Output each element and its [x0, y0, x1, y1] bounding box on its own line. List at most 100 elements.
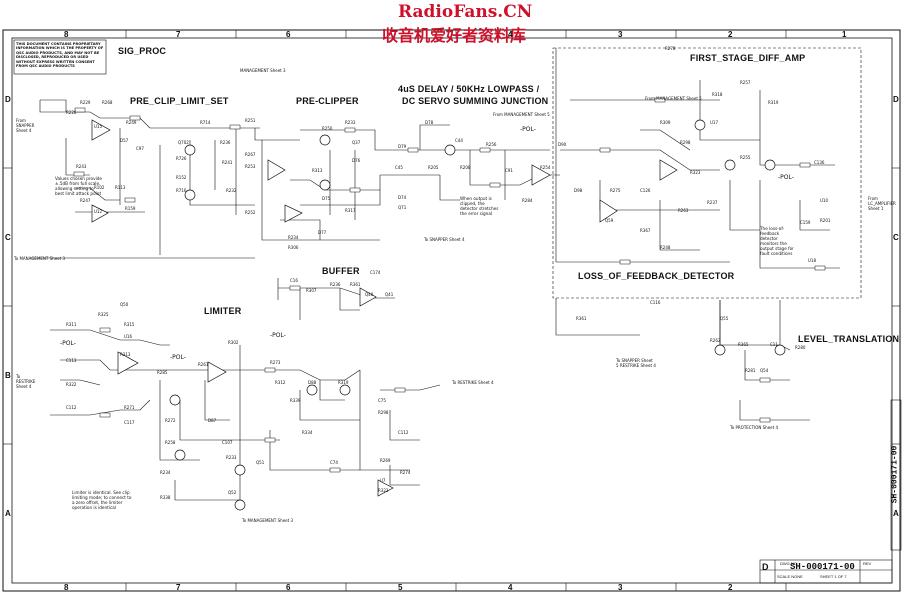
outer-frame — [2, 29, 901, 592]
component-label: R322 — [66, 382, 77, 387]
component-label: R325 — [98, 312, 109, 317]
offsheet-ref: To MANAGEMENT Sheet 3 — [242, 518, 294, 523]
component-label: R232 — [226, 188, 237, 193]
proprietary-box — [13, 39, 107, 75]
component-label: R273 — [270, 360, 281, 365]
component-label: R318 — [712, 92, 723, 97]
component-label: R226 — [66, 110, 77, 115]
component-label: C159 — [800, 220, 811, 225]
block-buffer: BUFFER — [322, 266, 360, 276]
component-label: C112 — [66, 405, 77, 410]
title-block-size: D — [762, 562, 769, 572]
zone-col-8-top: 8 — [64, 30, 69, 39]
component-label: R233 — [345, 120, 356, 125]
component-label: R323 — [378, 488, 389, 493]
component-label: D78 — [425, 120, 434, 125]
component-label: R257 — [740, 80, 751, 85]
component-label: U15 — [94, 124, 103, 129]
component-label: D98 — [574, 188, 583, 193]
component-label: R367 — [640, 228, 651, 233]
component-label: Q59 — [605, 218, 614, 223]
component-label: R255 — [740, 155, 751, 160]
zone-col-2-top: 2 — [728, 30, 733, 39]
component-label: R256 — [486, 142, 497, 147]
component-label: R152 — [176, 175, 187, 180]
component-label: R272 — [165, 418, 176, 423]
offsheet-ref: MANAGEMENT Sheet 3 — [240, 68, 286, 73]
component-label: R234 — [160, 470, 171, 475]
component-label: C113 — [66, 358, 77, 363]
component-label: D79 — [398, 144, 407, 149]
component-label: R361 — [350, 282, 361, 287]
note-delay: When output is clipped, the detector str… — [460, 196, 499, 216]
inner-frame — [11, 37, 893, 584]
zone-row-d-left: D — [5, 95, 11, 104]
component-label: R250 — [322, 126, 333, 131]
zone-row-a-right: A — [893, 509, 899, 518]
component-label: C107 — [222, 440, 233, 445]
component-label: R253 — [245, 164, 256, 169]
component-label: D90 — [558, 142, 567, 147]
component-label: U10 — [820, 198, 829, 203]
zone-row-c-left: C — [5, 233, 11, 242]
component-label: R317 — [345, 208, 356, 213]
block-first-stage-diff-amp: FIRST_STAGE_DIFF_AMP — [690, 53, 806, 63]
component-label: D74 — [398, 195, 407, 200]
note-feedback: The loss-of-feedback detector monitors t… — [760, 226, 794, 256]
zone-col-3-bottom: 3 — [618, 583, 623, 592]
resistors — [73, 97, 826, 473]
component-label: U16 — [124, 334, 133, 339]
component-label: R281 — [745, 368, 756, 373]
component-label: R361 — [576, 316, 587, 321]
component-label: R716 — [176, 188, 187, 193]
component-label: Q51 — [256, 460, 265, 465]
component-label: C116 — [650, 300, 661, 305]
offsheet-ref: From MANAGEMENT Sheet 5 — [493, 112, 550, 117]
component-label: R338 — [160, 495, 171, 500]
component-label: R271 — [124, 405, 135, 410]
component-label: R312 — [275, 380, 286, 385]
component-label: C44 — [455, 138, 463, 143]
zone-col-4-bottom: 4 — [508, 583, 513, 592]
component-label: R319 — [768, 100, 779, 105]
component-label: R229 — [80, 100, 91, 105]
offsheet-ref: To SNAPPER Sheet 4 — [424, 237, 465, 242]
component-label: R280 — [795, 345, 806, 350]
component-label: R234 — [288, 235, 299, 240]
offsheet-ref: To SNAPPER Sheet 5 RESTRIKE Sheet 4 — [616, 358, 656, 368]
transistors — [169, 119, 786, 511]
component-label: D57 — [120, 138, 129, 143]
component-label: C136 — [814, 160, 825, 165]
component-label: R309 — [660, 120, 671, 125]
component-label: C117 — [124, 420, 135, 425]
block-level-translation: LEVEL_TRANSLATION — [798, 334, 900, 344]
pol-label: -POL- — [170, 354, 186, 361]
block-pre-clipper: PRE-CLIPPER — [296, 96, 359, 106]
component-label: Q52 — [228, 490, 237, 495]
zone-col-8-bottom: 8 — [64, 583, 69, 592]
component-label: C75 — [378, 398, 386, 403]
component-label: C74 — [330, 460, 338, 465]
component-label: C174 — [370, 270, 381, 275]
component-label: R208 — [460, 165, 471, 170]
pol-label: -POL- — [520, 126, 536, 133]
component-label: R334 — [302, 430, 313, 435]
component-label: R298 — [378, 410, 389, 415]
component-label: R247 — [80, 198, 91, 203]
pol-label: -POL- — [778, 174, 794, 181]
component-label: C45 — [395, 165, 403, 170]
component-label: R258 — [165, 440, 176, 445]
component-label: R274 — [400, 470, 411, 475]
component-label: R339 — [290, 398, 301, 403]
component-label: C91 — [505, 168, 513, 173]
component-label: Q55 — [720, 316, 729, 321]
component-label: D75 — [322, 196, 331, 201]
block-loss-of-feedback-detector: LOSS_OF_FEEDBACK_DETECTOR — [578, 271, 735, 281]
component-label: C112 — [398, 430, 409, 435]
title-block-dwg-no-label: DWG NO. — [780, 561, 798, 566]
component-label: Q54 — [760, 368, 769, 373]
zone-col-7-top: 7 — [176, 30, 181, 39]
component-label: U17 — [710, 120, 719, 125]
